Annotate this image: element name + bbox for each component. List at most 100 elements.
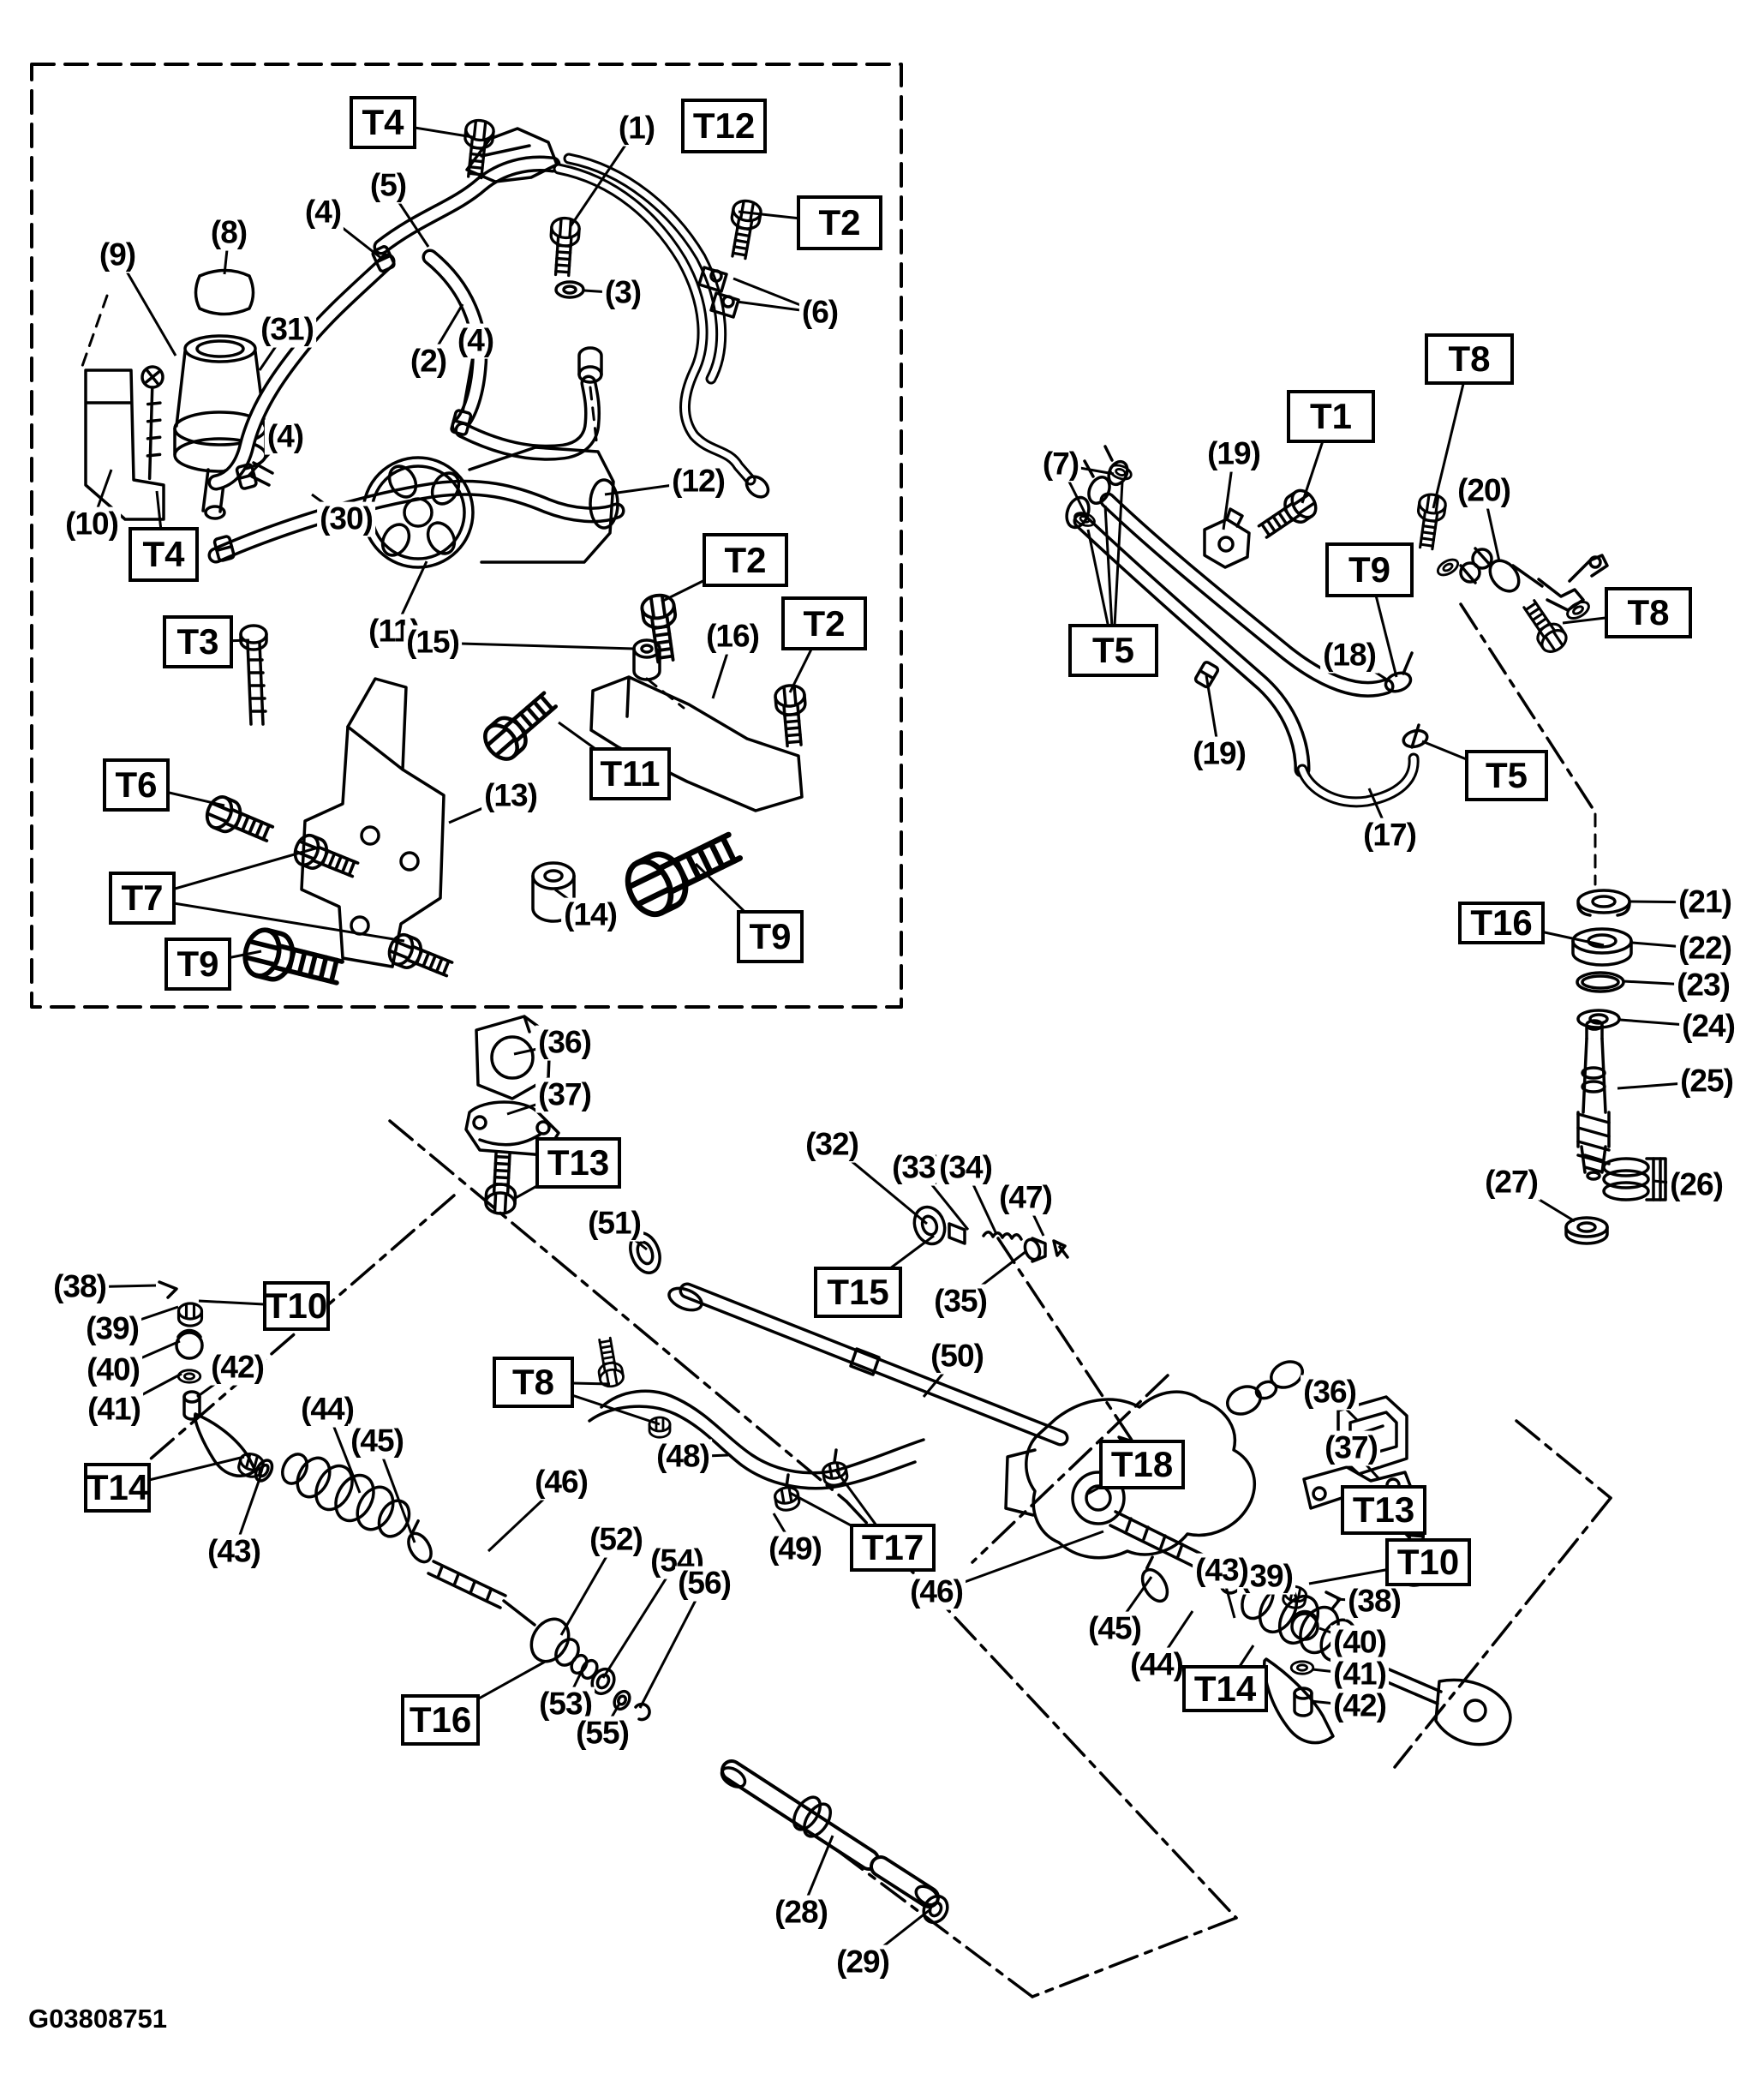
callout-56: (56) xyxy=(675,1566,733,1602)
callout-36: (36) xyxy=(1301,1375,1359,1411)
universal-joint-20 xyxy=(1459,547,1609,612)
torque-spec-box-T10: T10 xyxy=(263,1281,330,1331)
callout-53: (53) xyxy=(536,1687,595,1723)
callout-27: (27) xyxy=(1482,1165,1540,1201)
leader-line xyxy=(601,1561,679,1679)
callout-38: (38) xyxy=(1345,1584,1403,1620)
callout-47: (47) xyxy=(996,1180,1055,1216)
callout-9: (9) xyxy=(96,237,139,273)
inner-rack-tube-28 xyxy=(720,1759,949,1925)
pipe-bracket xyxy=(465,127,559,183)
callout-44: (44) xyxy=(298,1392,356,1428)
bracket-19 xyxy=(1203,507,1251,569)
torque-spec-box-T17: T17 xyxy=(850,1524,936,1572)
torque-spec-box-T4: T4 xyxy=(350,96,416,149)
torque-spec-box-T8: T8 xyxy=(493,1357,574,1408)
grommet xyxy=(577,346,603,384)
callout-49: (49) xyxy=(766,1531,824,1567)
torque-spec-box-T8: T8 xyxy=(1605,587,1692,638)
torque-spec-box-T6: T6 xyxy=(103,758,170,812)
torque-spec-box-T5: T5 xyxy=(1068,624,1158,677)
washer-21 xyxy=(1576,889,1631,917)
bolt-t3 xyxy=(239,624,268,726)
callout-14: (14) xyxy=(561,897,619,933)
torque-spec-box-T2: T2 xyxy=(781,596,867,650)
callout-48: (48) xyxy=(654,1439,712,1475)
hose-fitting xyxy=(1065,495,1091,530)
callout-43: (43) xyxy=(1193,1553,1251,1589)
torque-spec-box-T13: T13 xyxy=(535,1137,621,1189)
torque-spec-box-T12: T12 xyxy=(681,99,767,153)
callout-37: (37) xyxy=(535,1077,594,1113)
torque-spec-box-T14: T14 xyxy=(1182,1665,1268,1712)
callout-23: (23) xyxy=(1674,968,1732,1004)
callout-52: (52) xyxy=(587,1522,645,1558)
callout-40: (40) xyxy=(1330,1625,1389,1661)
torque-spec-box-T16: T16 xyxy=(401,1694,480,1746)
torque-spec-box-T1: T1 xyxy=(1287,390,1375,443)
callout-39: (39) xyxy=(83,1311,141,1347)
callout-8: (8) xyxy=(207,215,250,251)
callout-31: (31) xyxy=(258,312,316,348)
callout-35: (35) xyxy=(931,1284,990,1320)
callout-51: (51) xyxy=(585,1206,643,1242)
steering-gear-shaft-parts xyxy=(1564,889,1764,1245)
callout-19: (19) xyxy=(1190,736,1248,772)
callout-22: (22) xyxy=(1676,931,1734,967)
hose-group xyxy=(207,117,770,564)
reservoir-cap xyxy=(194,268,255,316)
callout-38: (38) xyxy=(51,1269,109,1305)
pressure-hose-assembly xyxy=(1065,445,1609,808)
leader-line xyxy=(141,896,405,943)
callout-32: (32) xyxy=(803,1127,861,1163)
hose-end-fitting xyxy=(744,475,770,499)
adjuster-26 xyxy=(1602,1159,1764,1200)
callout-44: (44) xyxy=(1127,1647,1186,1683)
callout-10: (10) xyxy=(63,506,121,542)
callout-46: (46) xyxy=(907,1574,966,1610)
leader-line xyxy=(638,1583,706,1709)
torque-spec-box-T9: T9 xyxy=(164,938,231,991)
callout-2: (2) xyxy=(407,344,450,380)
callout-1: (1) xyxy=(615,111,658,147)
callout-42: (42) xyxy=(1330,1688,1389,1724)
torque-spec-box-T4: T4 xyxy=(129,527,199,582)
cushion-37 xyxy=(464,1100,560,1157)
tube-mount-tab xyxy=(849,1347,881,1376)
torque-spec-box-T14: T14 xyxy=(84,1463,151,1513)
callout-6: (6) xyxy=(798,295,841,331)
callout-19: (19) xyxy=(1205,436,1263,472)
torque-spec-box-T5: T5 xyxy=(1465,750,1548,801)
callout-24: (24) xyxy=(1679,1009,1737,1045)
bracket-13 xyxy=(300,677,445,968)
callout-15: (15) xyxy=(404,625,462,661)
leader-line xyxy=(1112,481,1124,651)
leader-line xyxy=(432,641,635,650)
pinion-shaft-25 xyxy=(1576,1019,1611,1181)
washer-29 xyxy=(922,1894,949,1925)
callout-28: (28) xyxy=(772,1895,830,1931)
callout-4: (4) xyxy=(454,323,497,359)
callout-36: (36) xyxy=(535,1025,594,1061)
torque-spec-box-T7: T7 xyxy=(109,872,176,925)
left-tie-rod xyxy=(158,1280,651,1722)
callout-45: (45) xyxy=(348,1423,406,1459)
pipes-48-49 xyxy=(588,1335,925,1513)
callout-29: (29) xyxy=(834,1944,892,1980)
callout-26: (26) xyxy=(1667,1167,1725,1203)
torque-spec-box-T15: T15 xyxy=(814,1267,902,1318)
torque-spec-box-T11: T11 xyxy=(589,747,671,800)
callout-34: (34) xyxy=(936,1150,995,1186)
callout-16: (16) xyxy=(703,619,762,655)
dashed-enclosure xyxy=(30,63,903,1009)
callout-45: (45) xyxy=(1085,1611,1144,1647)
callout-50: (50) xyxy=(928,1339,986,1375)
callout-25: (25) xyxy=(1677,1063,1736,1099)
pipe-17-stud xyxy=(1410,723,1420,749)
torque-spec-box-T3: T3 xyxy=(163,615,233,668)
torque-spec-box-T9: T9 xyxy=(737,910,804,963)
callout-46: (46) xyxy=(532,1465,590,1501)
